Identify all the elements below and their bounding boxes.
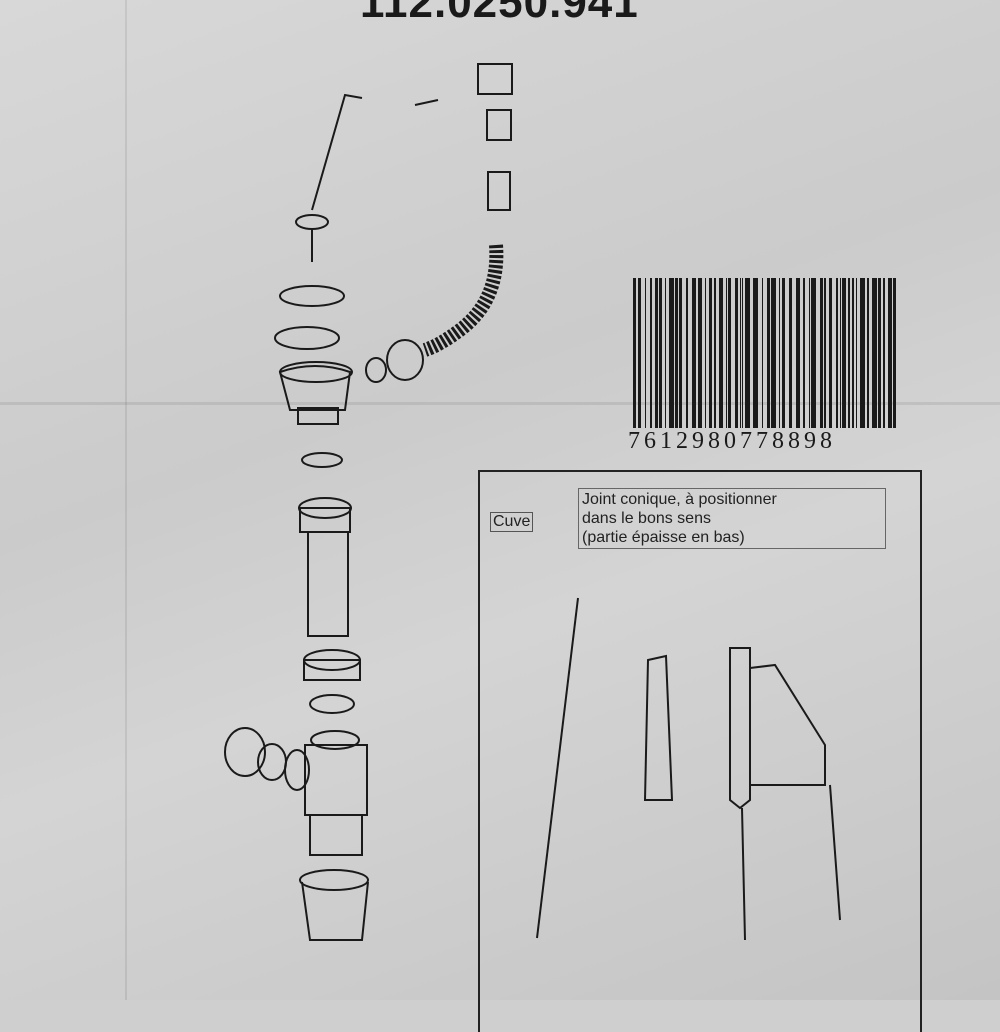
barcode-bar [762,278,763,428]
barcode-bar [767,278,770,428]
barcode-bar [645,278,646,428]
barcode-bar [867,278,869,428]
barcode-bar [840,278,841,428]
fold-line [0,402,1000,405]
barcode-bar [809,278,810,428]
barcode-bar [888,278,892,428]
barcode-number: 7612980778898 [628,428,836,454]
overflow-hose [365,244,504,383]
gasket-note: Joint conique, à positionner dans le bon… [578,488,886,549]
note-line: (partie épaisse en bas) [582,529,745,546]
barcode-bar [878,278,881,428]
barcode-bar [771,278,776,428]
note-line: Joint conique, à positionner [582,491,777,508]
barcode-bar [726,278,727,428]
barcode: (function(){ const g=document.currentScr… [633,278,896,428]
barcode-bar [735,278,738,428]
exploded-diagram: (function(){ const g=document.currentScr… [224,63,896,941]
barcode-bar [893,278,896,428]
barcode-bar [836,278,838,428]
barcode-bar [856,278,857,428]
strainer-parts [274,285,353,468]
barcode-bar [824,278,826,428]
barcode-bar [742,278,743,428]
barcode-bar [638,278,641,428]
barcode-bar [669,278,674,428]
part-number: 112.0250.941 [360,0,639,27]
barcode-bar [698,278,702,428]
tailpiece [298,497,361,714]
barcode-bar [719,278,723,428]
barcode-bar [782,278,785,428]
barcode-bar [705,278,706,428]
barcode-bar [675,278,678,428]
barcode-bar [714,278,716,428]
barcode-bar [848,278,850,428]
barcode-bar [655,278,658,428]
barcode-bar [659,278,662,428]
barcode-bar [745,278,750,428]
barcode-bar [789,278,792,428]
barcode-bar [686,278,688,428]
note-line: dans le bons sens [582,510,711,527]
detail-frame [478,470,922,1032]
barcode-bar [852,278,854,428]
barcode-bar [829,278,832,428]
barcode-bar [633,278,636,428]
barcode-bar [692,278,696,428]
barcode-bar [650,278,652,428]
barcode-bar [803,278,805,428]
barcode-bar [728,278,731,428]
barcode-bar [779,278,780,428]
barcode-bar [883,278,885,428]
bottle-trap [224,727,369,941]
barcode-bar [872,278,877,428]
barcode-bar [811,278,816,428]
barcode-bar [665,278,666,428]
fold-line [125,0,127,1000]
barcode-bar [740,278,741,428]
barcode-bar [679,278,682,428]
gasket-detail [536,597,841,941]
barcode-bar [860,278,865,428]
overflow-cover [414,63,513,211]
barcode-bar [753,278,758,428]
cuve-label: Cuve [490,512,534,532]
barcode-bar [709,278,712,428]
barcode-bar [820,278,823,428]
barcode-bar [842,278,846,428]
barcode-bar [796,278,800,428]
pop-up-rod [295,93,363,262]
